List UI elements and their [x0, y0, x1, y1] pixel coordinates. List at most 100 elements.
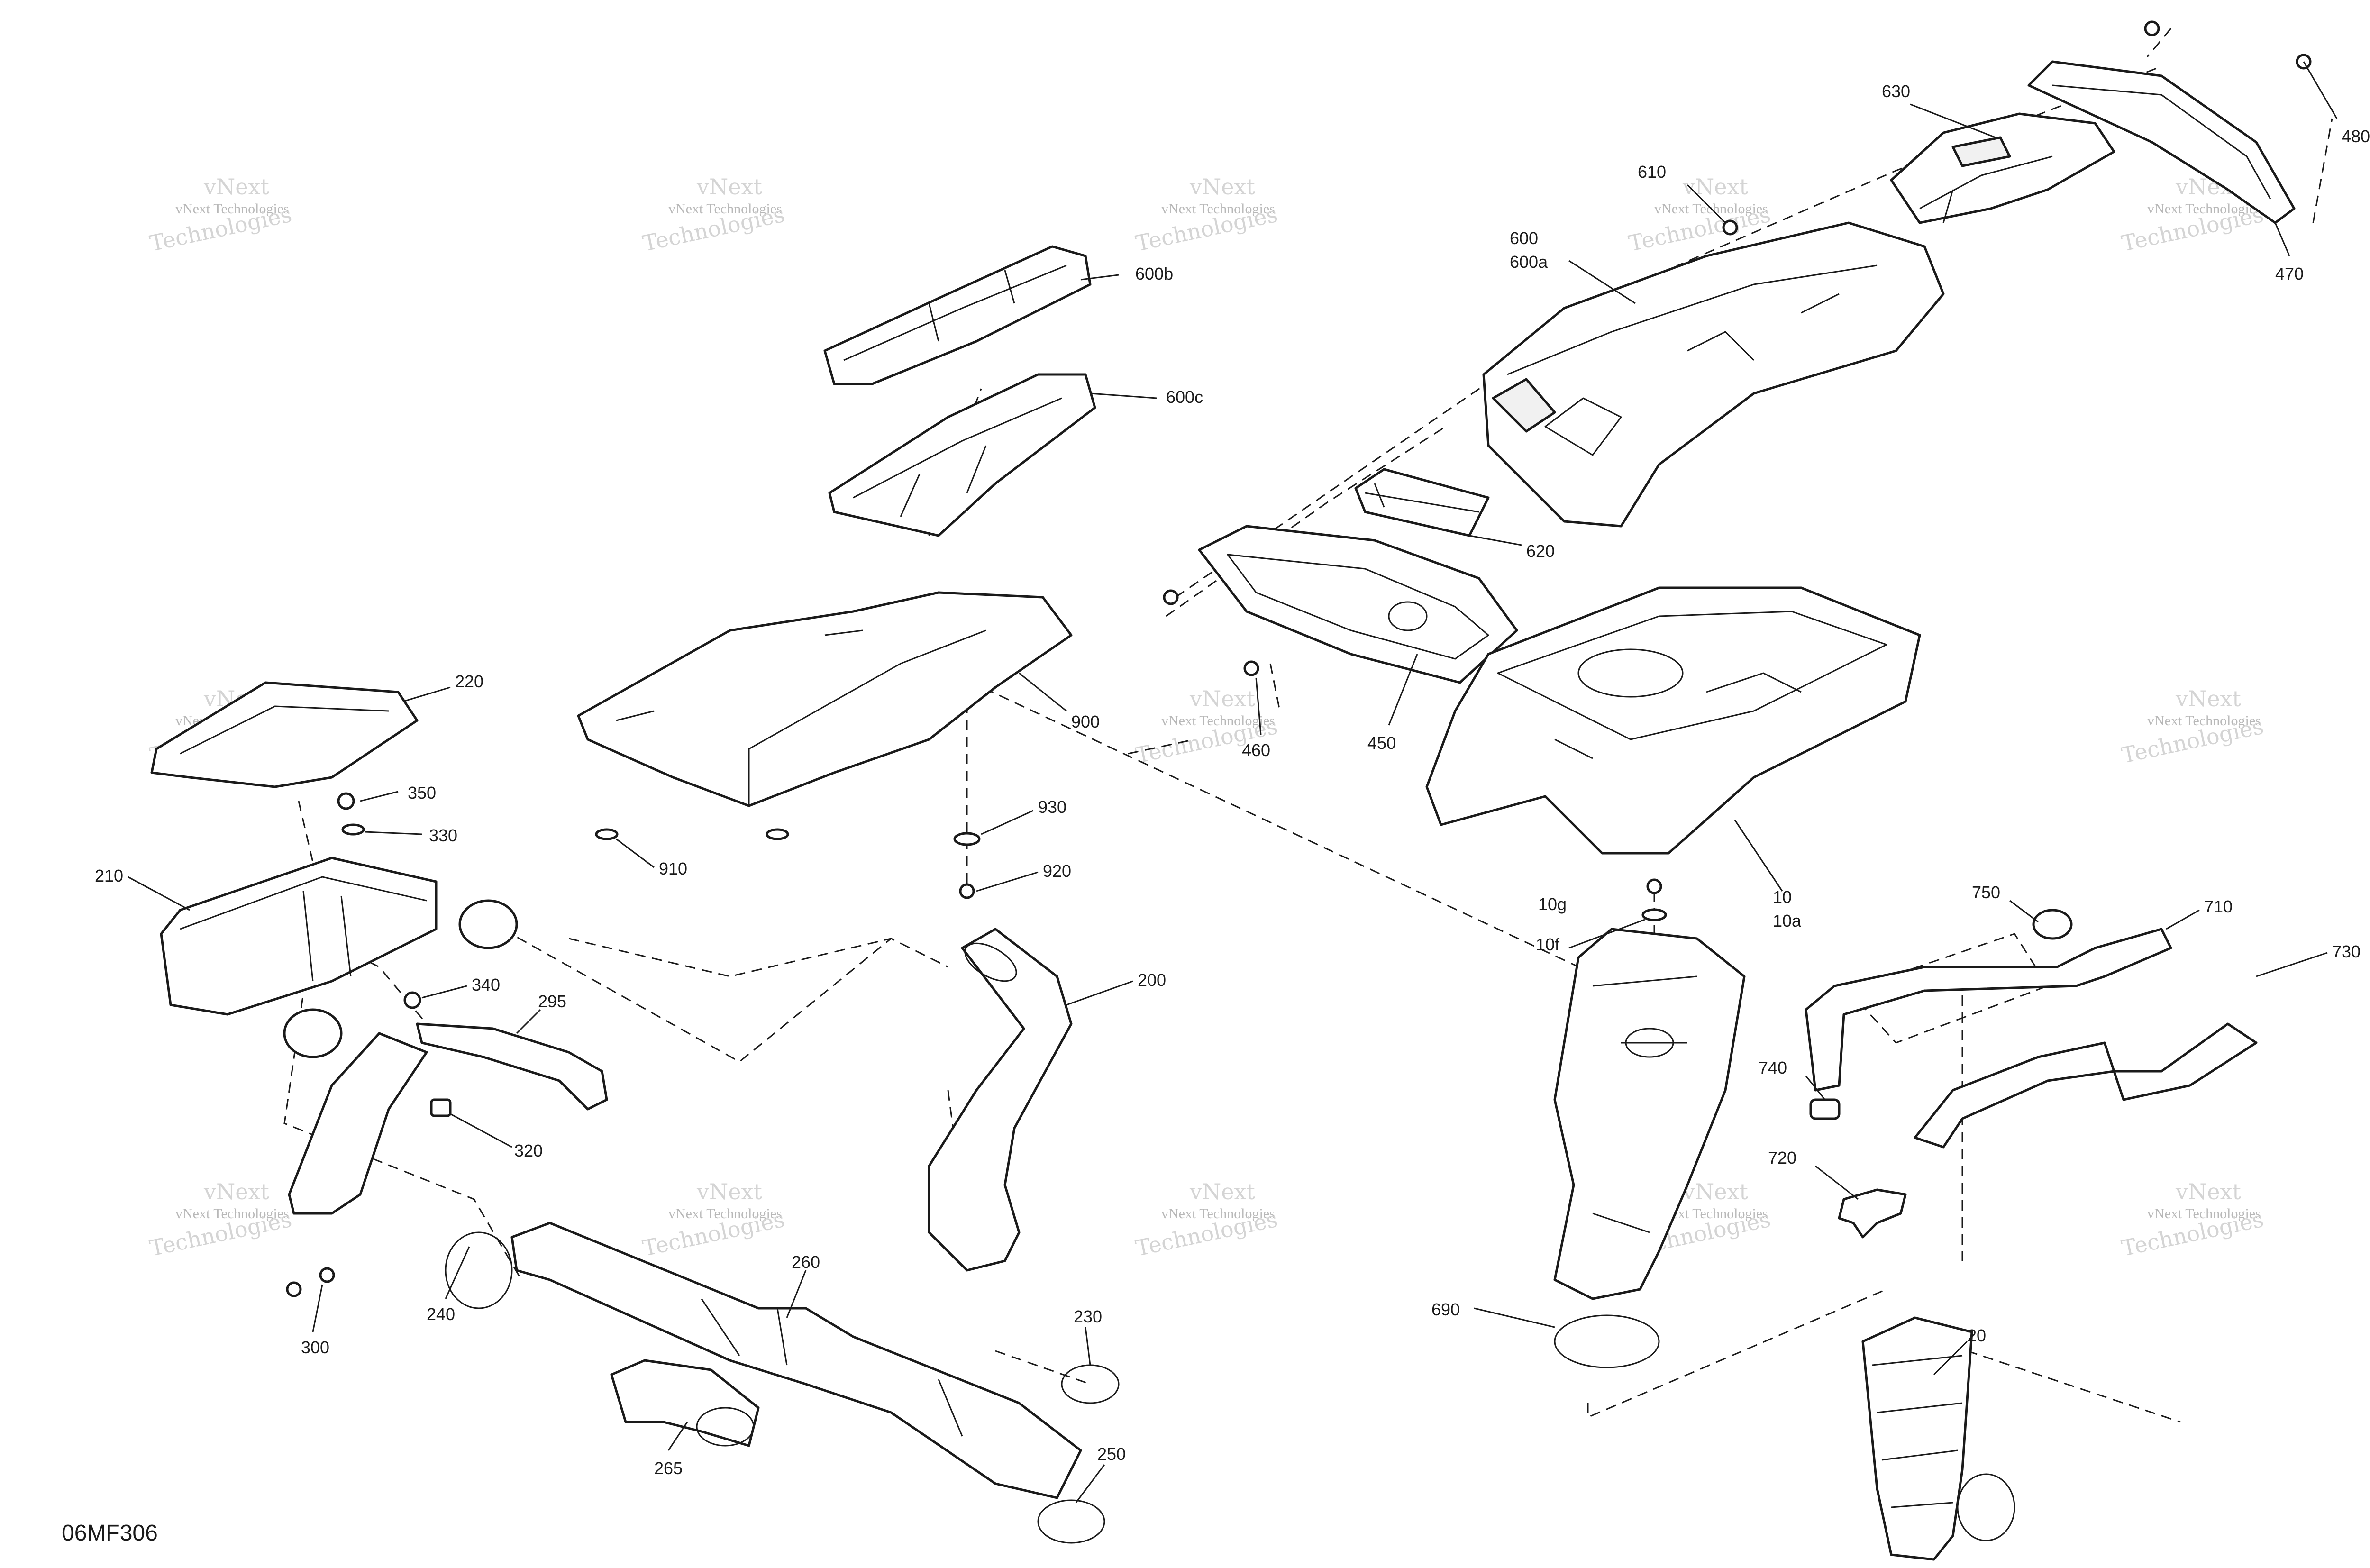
watermark: vNext Technologies vNext Technologies	[2119, 686, 2266, 768]
part-450-frame	[1198, 525, 1518, 684]
svg-text:vNext Technologies: vNext Technologies	[175, 201, 289, 217]
part-300-strap	[288, 1032, 428, 1215]
svg-text:vNext Technologies: vNext Technologies	[2147, 201, 2261, 217]
part-200-hose	[928, 928, 1073, 1272]
assembly-line	[2312, 118, 2333, 223]
part-230-clamp	[1061, 1364, 1120, 1404]
washer-910b	[766, 828, 789, 840]
callout-460: 460	[1242, 740, 1270, 760]
part-690-clamp	[1554, 1314, 1660, 1368]
watermark: vNext Technologies vNext Technologies	[640, 174, 787, 256]
callout-200: 200	[1138, 970, 1166, 990]
washer-330	[341, 823, 365, 836]
callout-240: 240	[427, 1304, 455, 1324]
leader-200	[1066, 980, 1133, 1006]
svg-text:vNext Technologies: vNext Technologies	[1161, 1206, 1275, 1222]
part-900-shield	[577, 591, 1073, 807]
assembly-line	[1128, 738, 1195, 755]
leader-230	[1085, 1327, 1091, 1366]
callout-330: 330	[429, 826, 457, 845]
leader-900	[1019, 672, 1067, 712]
svg-text:vNext: vNext	[696, 1179, 762, 1204]
callout-690: 690	[1431, 1300, 1460, 1319]
part-10-housing	[1425, 586, 1921, 855]
part-710-hose	[1805, 928, 2172, 1092]
part-20-filter	[1861, 1316, 2015, 1561]
callout-265: 265	[654, 1459, 683, 1478]
leader-lines	[128, 61, 2338, 1503]
leader-610	[1686, 184, 1726, 224]
fastener-460	[1243, 660, 1259, 676]
svg-text:vNext: vNext	[696, 174, 762, 200]
part-600-airbox	[1482, 221, 1945, 528]
leader-210	[128, 876, 190, 911]
fastener-920	[959, 883, 975, 899]
assembly-line	[502, 928, 892, 1063]
leader-20	[1933, 1340, 1968, 1376]
callout-480: 480	[2342, 127, 2370, 146]
callout-320: 320	[514, 1141, 543, 1160]
callout-10g: 10g	[1538, 894, 1567, 914]
callout-900: 900	[1071, 712, 1100, 731]
fastener-300a	[286, 1281, 302, 1297]
callout-350: 350	[408, 783, 436, 802]
leader-600b	[1080, 274, 1119, 281]
svg-text:vNext Technologies: vNext Technologies	[1161, 201, 1275, 217]
callout-600b: 600b	[1135, 264, 1173, 283]
assembly-line	[1166, 426, 1446, 617]
svg-text:vNext: vNext	[1682, 174, 1748, 200]
callout-920: 920	[1043, 861, 1071, 881]
svg-text:vNext: vNext	[2175, 1179, 2241, 1204]
clip-320	[430, 1098, 452, 1117]
leader-740	[1805, 1076, 1826, 1100]
leader-450	[1388, 654, 1418, 726]
callout-600a: 600a	[1510, 252, 1548, 272]
callout-10: 10	[1773, 887, 1792, 907]
watermark: vNext Technologies vNext Technologies	[2119, 1179, 2266, 1261]
watermark: vNext Technologies vNext Technologies	[1133, 1179, 1280, 1261]
leader-600c	[1090, 392, 1157, 399]
callout-295: 295	[538, 992, 566, 1011]
leader-220	[402, 686, 451, 702]
svg-text:vNext Technologies: vNext Technologies	[1161, 713, 1275, 729]
leader-710	[2166, 909, 2200, 930]
callout-300: 300	[301, 1338, 329, 1357]
callouts: 480 630 610 600 600a 470 600b 600c 620 4…	[95, 82, 2370, 1478]
washer-930	[953, 832, 981, 846]
callout-720: 720	[1768, 1148, 1796, 1167]
callout-750: 750	[1972, 883, 2000, 902]
callout-930: 930	[1038, 797, 1066, 817]
watermark: vNext Technologies vNext Technologies	[147, 1179, 294, 1261]
leader-470	[2274, 222, 2290, 256]
svg-text:vNext Technologies: vNext Technologies	[175, 1206, 289, 1222]
leader-930	[981, 810, 1034, 835]
assembly-line	[1967, 1350, 2181, 1423]
callout-340: 340	[472, 975, 500, 994]
callout-600c: 600c	[1166, 387, 1203, 407]
part-630-duct	[1890, 112, 2115, 224]
leader-10f	[1568, 919, 1645, 949]
fasteners	[286, 20, 2312, 1297]
leader-460	[1255, 677, 1262, 735]
fastener-10g	[1646, 878, 1662, 894]
svg-text:vNext Technologies: vNext Technologies	[668, 1206, 782, 1222]
callout-910: 910	[659, 859, 687, 878]
svg-text:vNext: vNext	[1189, 1179, 1255, 1204]
leader-690	[1474, 1307, 1555, 1328]
assembly-line	[891, 644, 1650, 1001]
assembly-line	[1587, 1288, 1887, 1419]
callout-210: 210	[95, 866, 123, 885]
part-470-cover	[2027, 60, 2296, 224]
watermark: vNext Technologies vNext Technologies	[1626, 174, 1773, 256]
leader-480	[2303, 61, 2338, 119]
part-720-tee	[1838, 1188, 1907, 1239]
svg-text:vNext Technologies: vNext Technologies	[668, 201, 782, 217]
callout-470: 470	[2275, 264, 2304, 283]
leader-910	[616, 838, 655, 868]
fastener-300b	[319, 1267, 335, 1283]
watermark: vNext Technologies vNext Technologies	[1133, 174, 1280, 256]
leader-720	[1815, 1165, 1859, 1200]
part-260-pipe	[510, 1222, 1082, 1499]
assembly-line	[568, 938, 948, 977]
part-620-filter	[1354, 468, 1490, 537]
